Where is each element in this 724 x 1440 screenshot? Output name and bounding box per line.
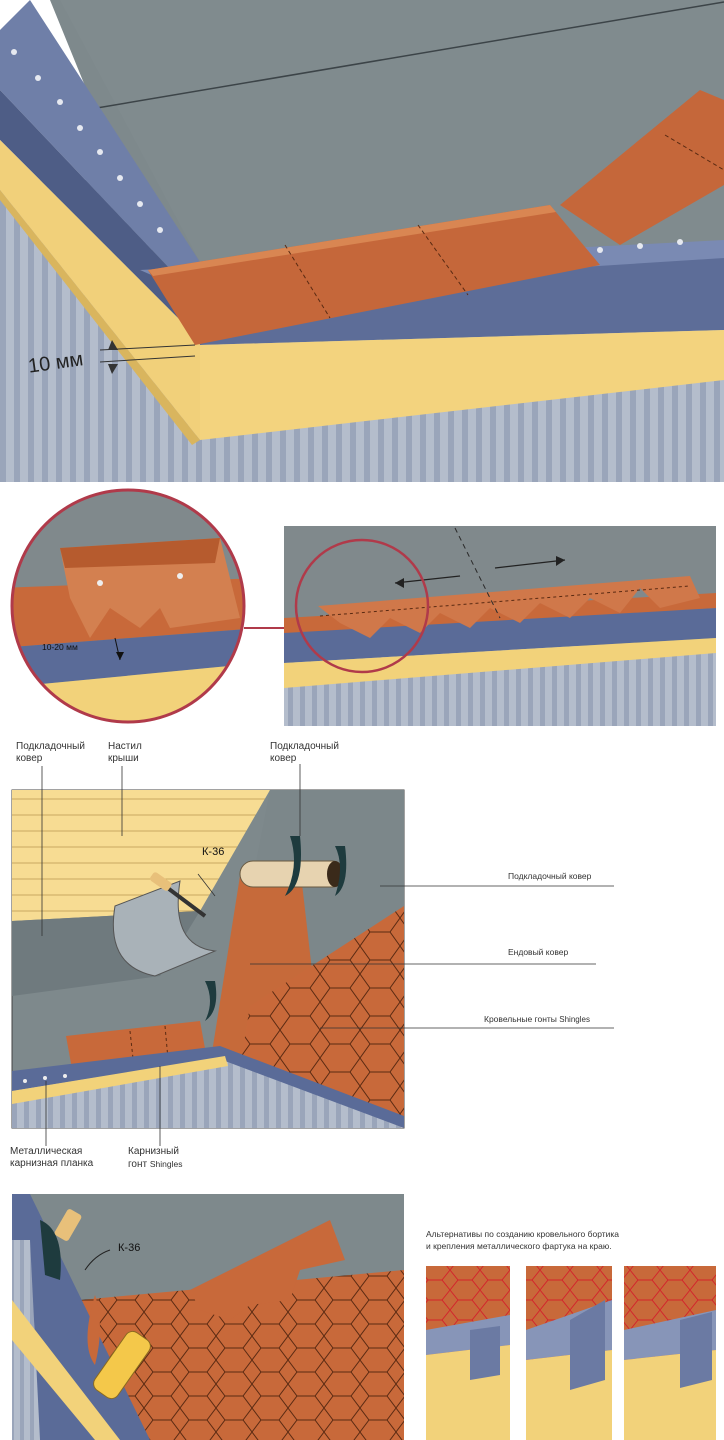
shingle-detail-illustration (10, 488, 716, 726)
hex-shingles-edge (80, 1270, 404, 1440)
label-underlay-top-right: Подкладочный ковер (270, 741, 339, 764)
label-tool-code-bottom: К-36 (118, 1242, 141, 1254)
wide-view (284, 526, 716, 726)
magnified-detail-circle (12, 490, 244, 722)
label-right-shingles: Кровельные гонты Shingles (484, 1014, 590, 1024)
label-roof-deck: Настил крыши (108, 741, 142, 764)
adhesive-tube (93, 1330, 151, 1400)
metal-eave-strip (12, 1046, 230, 1091)
label-metal-strip: Металлическая карнизная планка (10, 1146, 94, 1169)
panel-valley: Подкладочный ковер Настил крыши Подкладо… (0, 736, 724, 1176)
label-eave-shingle: Карнизный гонт Shingles (128, 1146, 183, 1170)
wood-fascia-front (200, 330, 724, 440)
starter-shingle (148, 205, 600, 345)
upper-shingle (560, 90, 724, 245)
panel-edge-alternatives: К-36 Альтернативы по созданию кровельног… (0, 1180, 724, 1440)
metal-drip-edge-left (0, 0, 200, 290)
alternative-3 (624, 1266, 716, 1440)
panel-eave-corner: 10 мм (0, 0, 724, 482)
eave-corner-illustration (0, 0, 724, 482)
roof-deck (12, 790, 270, 921)
edge-alternatives-illustration (12, 1194, 716, 1440)
wood-fascia-left (0, 140, 200, 440)
dimension-label-10-20mm: 10-20 мм (42, 642, 78, 652)
label-right-valley: Ендовый ковер (508, 947, 569, 957)
alternative-2 (526, 1266, 612, 1440)
detail-circle-outline (10, 488, 246, 724)
label-right-underlay: Подкладочный ковер (508, 871, 592, 881)
lifted-shingle (190, 1220, 345, 1320)
valley-illustration (11, 764, 614, 1146)
panel-shingle-detail: 10-20 мм (0, 488, 724, 730)
label-tool-code: К-36 (202, 846, 225, 858)
label-underlay-left: Подкладочный ковер (16, 741, 85, 764)
metal-drip-edge-front (190, 255, 724, 345)
alternatives-caption: Альтернативы по созданию кровельного бор… (426, 1229, 620, 1251)
alternative-1 (426, 1266, 510, 1440)
